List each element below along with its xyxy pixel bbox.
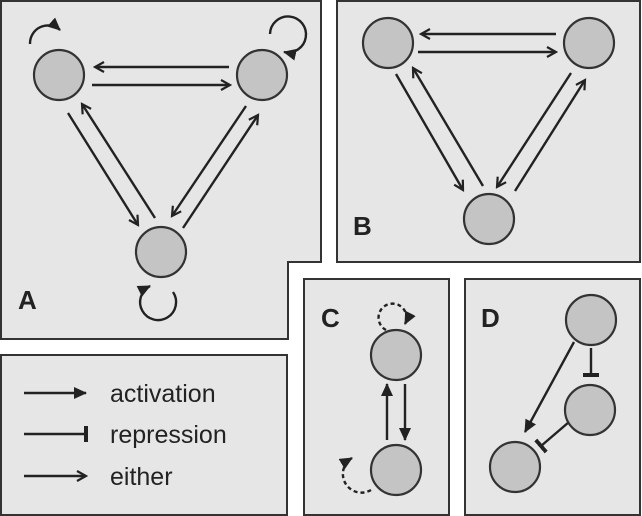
edge-a-bottom-to-top-left [82,104,157,219]
edge-b-left-to-bottom [394,73,463,190]
node-d-middle [563,383,617,437]
node-d-top [564,293,618,347]
panel-c-label: C [321,303,340,333]
panel-d-label: D [481,303,500,333]
edge-b-bottom-to-right [513,80,585,192]
self-loop-a-bottom [136,284,178,322]
node-b-left [361,16,415,70]
node-b-right [562,16,616,70]
edge-a-bottom-to-top-right [182,115,258,229]
legend: activation repression either [0,354,288,516]
node-c-top [369,328,423,382]
panel-a-label: A [18,285,37,315]
node-a-bottom [134,225,188,279]
edge-d-top-activates-bottom [523,341,576,433]
edge-d-middle-represses-bottom [534,421,570,454]
panel-a: A [0,0,322,340]
edge-b-bottom-to-left [413,68,485,187]
node-b-bottom [462,192,516,246]
edge-a-top-right-to-bottom [172,105,247,216]
panel-b-label: B [353,211,372,241]
legend-repression-label: repression [110,421,227,449]
edge-b-right-to-bottom [497,72,573,187]
node-d-bottom [488,440,542,494]
legend-activation-label: activation [110,380,216,408]
panel-c: C [303,278,450,516]
node-a-top-right [235,48,289,102]
node-a-top-left [32,48,86,102]
self-loop-c-bottom-dashed [338,456,372,494]
node-c-bottom [369,443,423,497]
self-loop-a-top-left [28,17,61,45]
edge-a-top-left-to-bottom [66,112,138,225]
self-loop-c-top-dashed [377,302,416,332]
legend-either-label: either [110,463,173,491]
panel-d: D [464,278,641,516]
self-loop-a-top-right [268,15,308,61]
panel-b: B [336,0,641,263]
